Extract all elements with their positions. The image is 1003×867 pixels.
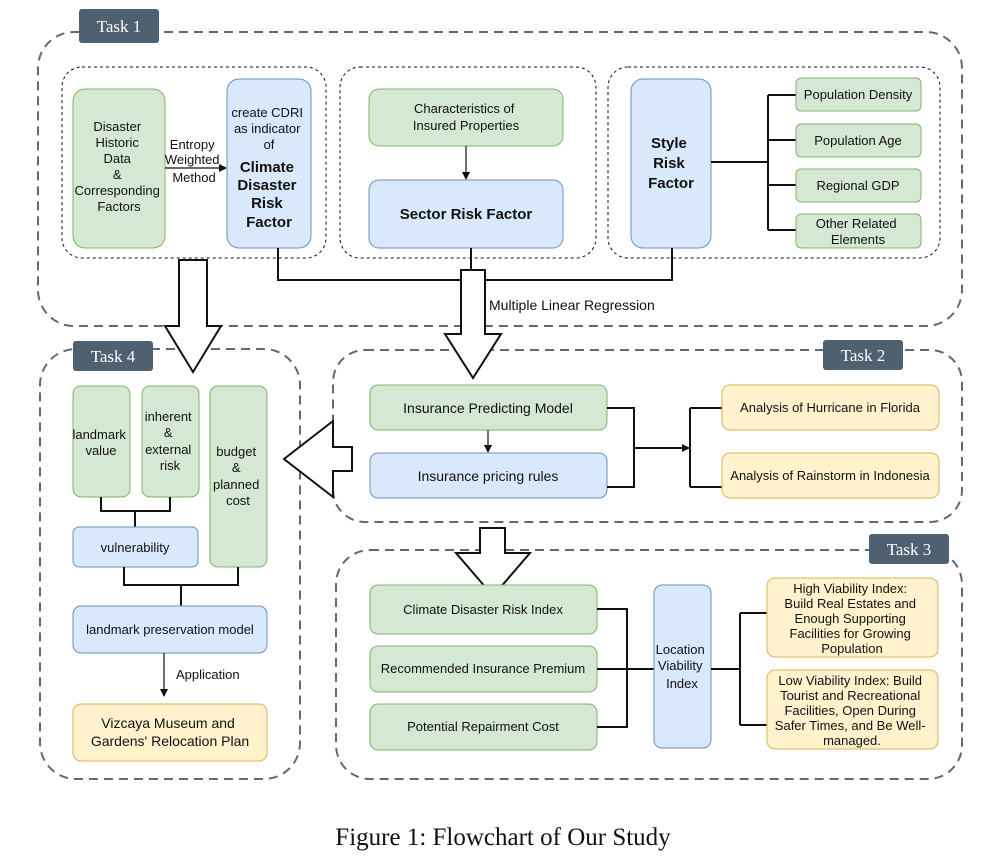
svg-text:Task 2: Task 2: [841, 346, 886, 365]
svg-text:Sector Risk Factor: Sector Risk Factor: [400, 206, 533, 223]
vulnerability-node: vulnerability: [72, 526, 199, 568]
svg-text:Task 1: Task 1: [97, 17, 142, 36]
svg-text:create CDRI as indicator: create CDRI as indicator of: [231, 105, 306, 152]
low-viability-node: Low Viability Index: Build Tourist and R…: [766, 669, 939, 750]
budget-node: budget & planned cost: [209, 385, 268, 568]
svg-text:Location Viability: Location Viability Index: [656, 642, 709, 691]
svg-text:landmark preservation model: landmark preservation model: [86, 622, 254, 637]
high-viability-node: High Viability Index: Build Real Estates…: [766, 577, 939, 658]
svg-text:Climate Disaster Risk Index: Climate Disaster Risk Index: [403, 602, 563, 617]
svg-text:Other Related Elements: Other Related Elements: [816, 216, 901, 247]
insurance-premium-node: Recommended Insurance Premium: [369, 645, 598, 693]
svg-text:budget & planned: budget & planned cost: [213, 444, 263, 508]
task2-tag: Task 2: [823, 340, 903, 370]
svg-text:inherent & externa: inherent & external risk: [145, 409, 196, 473]
task4-tag: Task 4: [73, 341, 153, 371]
svg-text:Potential Repairment Cost: Potential Repairment Cost: [407, 719, 559, 734]
style-risk-node: Style Risk Factor: [630, 78, 712, 249]
svg-text:Insurance Predicting Model: Insurance Predicting Model: [403, 400, 573, 416]
regional-gdp-node: Regional GDP: [795, 168, 922, 203]
disaster-data-node: Disaster Historic Data & Corresponding F…: [72, 88, 166, 249]
svg-text:Recommended Insurance Premium: Recommended Insurance Premium: [381, 661, 585, 676]
style-factor-connector: [711, 94, 796, 231]
svg-text:Analysis of Hurricane in Flori: Analysis of Hurricane in Florida: [740, 400, 921, 415]
svg-text:Characteristics of Insur: Characteristics of Insured Properties: [413, 101, 520, 133]
vulnerability-connector: [100, 497, 171, 527]
population-age-node: Population Age: [795, 123, 922, 158]
sector-group: [339, 66, 597, 259]
preservation-model-node: landmark preservation model: [72, 605, 268, 654]
task3-region: [335, 549, 963, 780]
characteristics-node: Characteristics of Insured Properties: [368, 88, 564, 147]
application-label: Application: [176, 667, 240, 682]
vizcaya-node: Vizcaya Museum and Gardens' Relocation P…: [72, 703, 268, 762]
svg-text:Insurance pricing rules: Insurance pricing rules: [418, 468, 559, 484]
landmark-value-node: landmark value: [72, 385, 131, 498]
svg-text:Population Age: Population Age: [814, 133, 901, 148]
pricing-rules-node: Insurance pricing rules: [369, 452, 608, 499]
svg-text:Vizcaya Museum and Garde: Vizcaya Museum and Gardens' Relocation P…: [91, 715, 249, 749]
cdri-factor-node: create CDRI as indicator of Climate Disa…: [226, 78, 312, 249]
inherent-risk-node: inherent & external risk: [141, 385, 200, 498]
task2-to-task4-arrow: [282, 418, 353, 500]
svg-text:landmark value: landmark value: [72, 427, 129, 458]
population-density-node: Population Density: [795, 77, 922, 112]
hurricane-node: Analysis of Hurricane in Florida: [721, 384, 940, 431]
style-group: [607, 66, 941, 259]
task1-to-task2-arrow: [443, 269, 503, 380]
entropy-method-label: Entropy Weighted Method: [165, 137, 223, 185]
task2-to-task3-arrow: [453, 527, 533, 598]
svg-text:Population Density: Population Density: [804, 87, 913, 102]
svg-text:Entropy Weighted M: Entropy Weighted Method: [165, 137, 223, 185]
task1-to-task4-arrow: [163, 259, 223, 374]
svg-text:Task 3: Task 3: [887, 540, 932, 559]
svg-text:vulnerability: vulnerability: [101, 540, 170, 555]
svg-text:Low Viability Index: Build: Low Viability Index: Build Tourist and R…: [775, 673, 929, 748]
location-index-node: Location Viability Index: [653, 584, 712, 749]
predicting-model-node: Insurance Predicting Model: [369, 384, 608, 431]
svg-text:Climate Disaster R: Climate Disaster Risk Factor: [237, 159, 300, 231]
svg-text:Style Risk Factor: Style Risk Factor: [648, 135, 694, 192]
preservation-connector: [123, 567, 239, 606]
regression-label: Multiple Linear Regression: [489, 297, 655, 313]
cdri-index-node: Climate Disaster Risk Index: [369, 584, 598, 635]
location-split-connector: [711, 612, 767, 726]
svg-text:High Viability Index: Bu: High Viability Index: Build Real Estates…: [784, 581, 919, 656]
other-related-node: Other Related Elements: [795, 213, 922, 249]
cdri-group: [61, 66, 327, 259]
svg-text:Analysis of Rainstorm in Indon: Analysis of Rainstorm in Indonesia: [730, 468, 930, 483]
task3-merge-connector: [597, 608, 654, 728]
task3-tag: Task 3: [869, 534, 949, 564]
figure-caption: Figure 1: Flowchart of Our Study: [335, 824, 671, 851]
svg-text:Regional GDP: Regional GDP: [816, 178, 899, 193]
sector-risk-node: Sector Risk Factor: [368, 179, 564, 249]
task1-region: [37, 31, 963, 327]
svg-text:Disaster Historic: Disaster Historic Data & Corresponding F…: [75, 119, 164, 214]
task1-tag: Task 1: [79, 9, 159, 43]
task4-region: [39, 348, 301, 780]
svg-text:Task 4: Task 4: [91, 347, 136, 366]
repair-cost-node: Potential Repairment Cost: [369, 703, 598, 751]
rainstorm-node: Analysis of Rainstorm in Indonesia: [721, 452, 940, 499]
